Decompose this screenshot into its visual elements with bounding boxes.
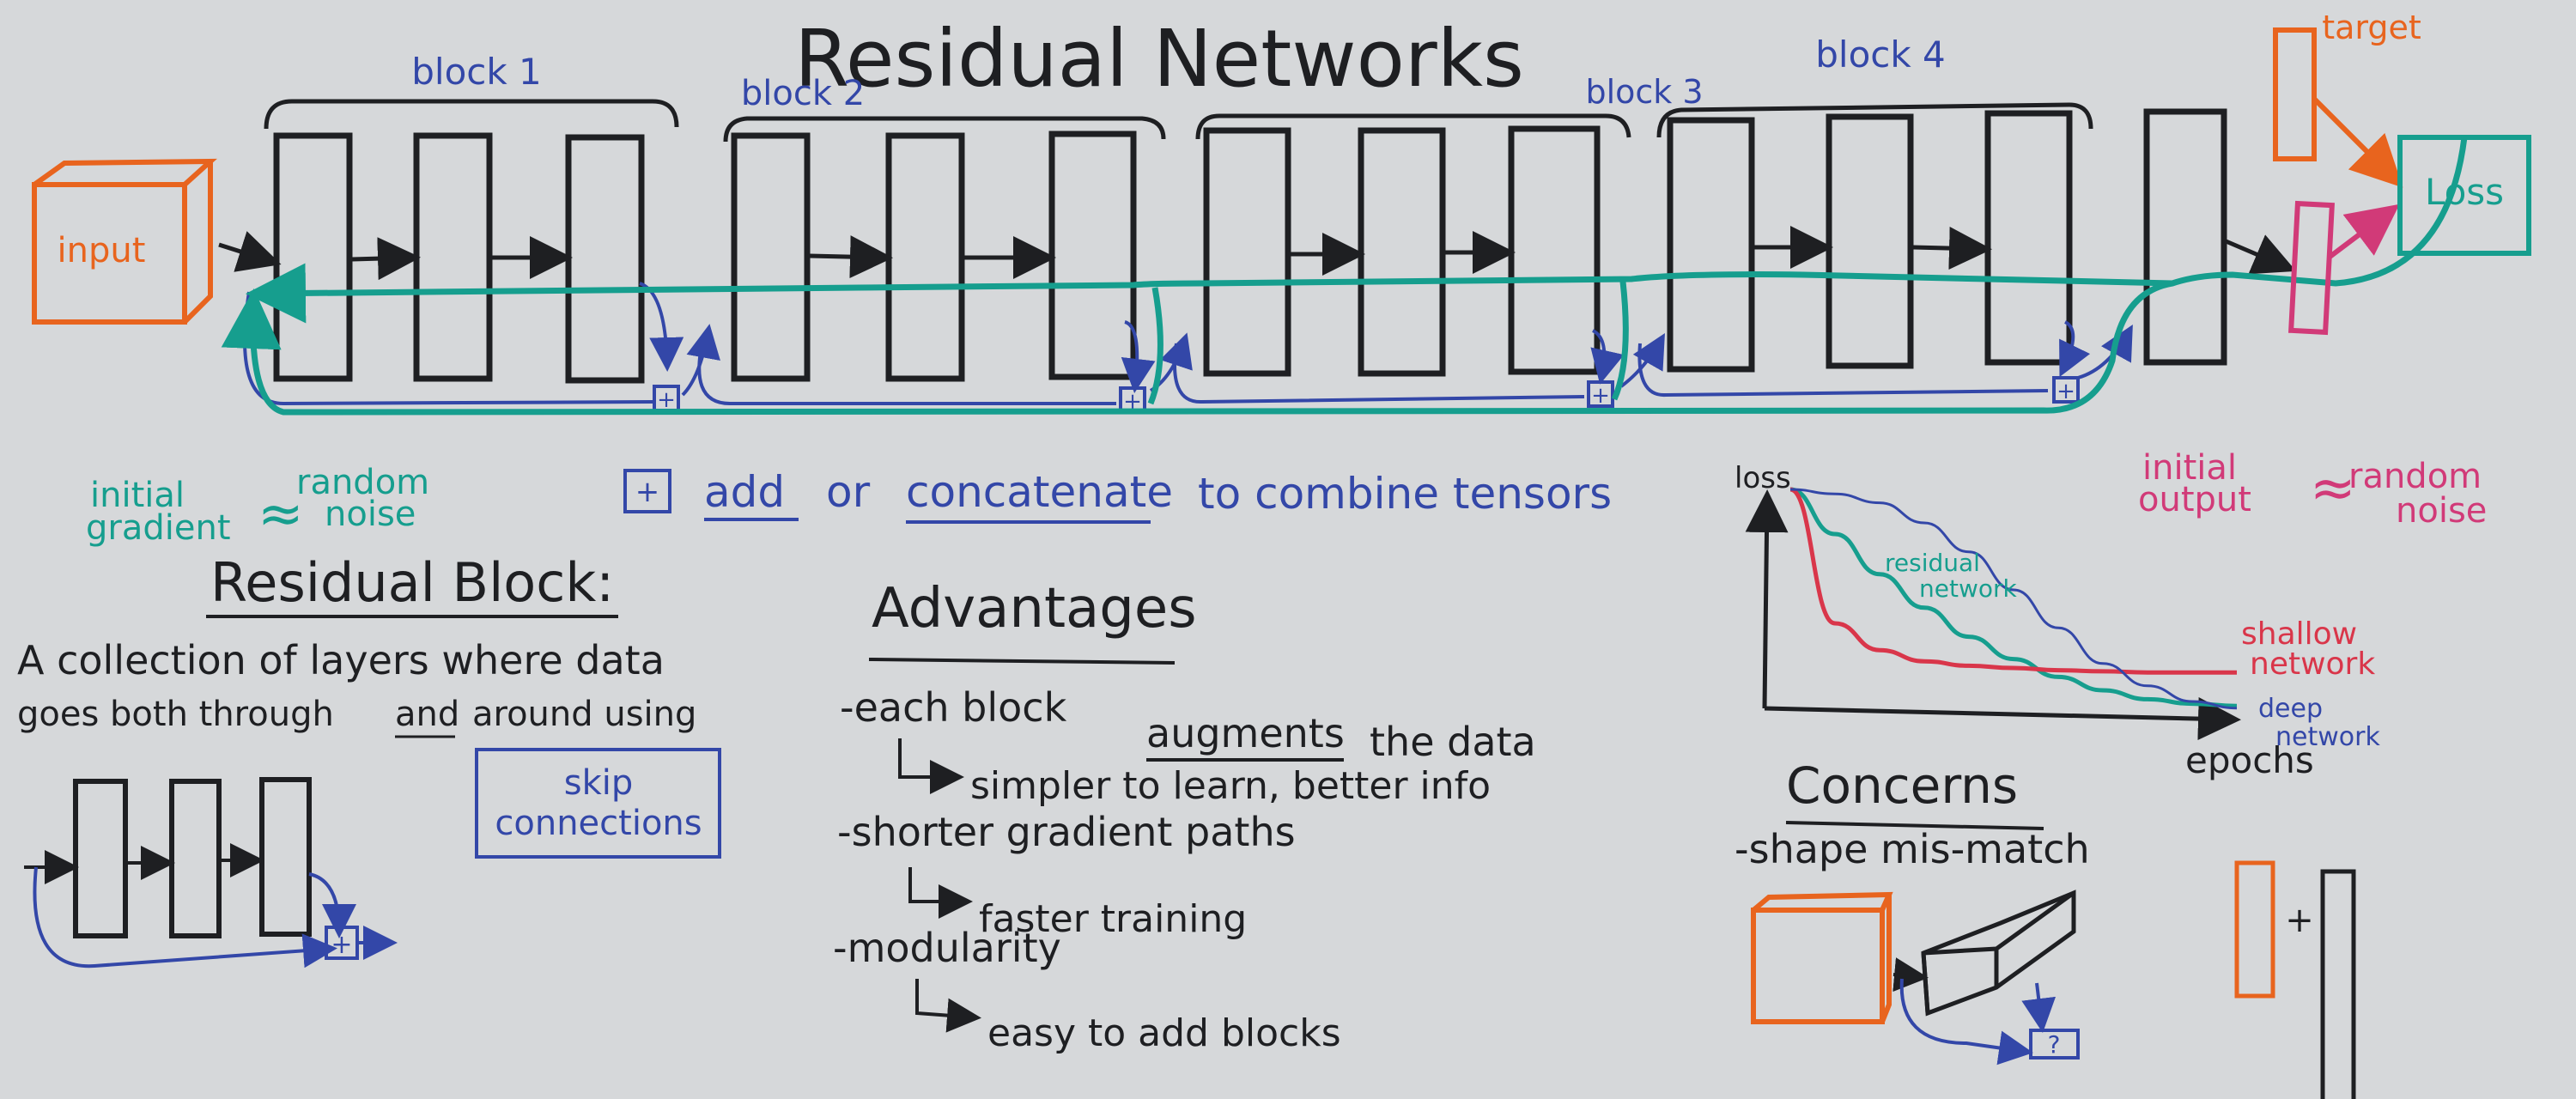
- connections-label: connections: [495, 804, 702, 843]
- block-braces: [264, 99, 2093, 143]
- random-noise-label-1: random: [296, 463, 429, 502]
- shape-question-mark: ?: [2048, 1030, 2061, 1059]
- layer-3-1: [1203, 127, 1291, 377]
- mini-add-symbol: +: [331, 930, 352, 960]
- combine-or-label: or: [826, 467, 871, 517]
- residual-block-line-2b: and: [395, 695, 459, 734]
- combine-add-label: add: [704, 467, 785, 517]
- combine-rest-label: to combine tensors: [1198, 469, 1612, 519]
- sub-arrow-2: [908, 867, 973, 919]
- residual-series-label-1: residual: [1885, 549, 1980, 577]
- residual-block-line-2a: goes both through: [17, 695, 334, 734]
- output-random-label-2: noise: [2396, 491, 2487, 531]
- gradient-path: [221, 137, 2468, 416]
- prediction-bar: [2288, 200, 2335, 336]
- layer-4-2: [1826, 113, 1914, 369]
- advantage-3-sub: easy to add blocks: [987, 1011, 1341, 1055]
- layer-4-3: [1984, 110, 2073, 366]
- shape-mismatch-illustration: [1751, 860, 2356, 1099]
- chart-xlabel: epochs: [2185, 739, 2314, 781]
- layer-1-3: [565, 134, 645, 384]
- add-node-legend-symbol: +: [635, 475, 660, 509]
- concern-1: -shape mis-match: [1735, 826, 2090, 872]
- target-arrow: [2312, 96, 2403, 188]
- combine-concatenate-label: concatenate: [906, 467, 1173, 517]
- output-random-label-1: random: [2348, 457, 2482, 496]
- layer-1-1: [273, 132, 353, 382]
- block-label-4: block 4: [1815, 33, 1946, 76]
- target-bar: [2273, 27, 2317, 161]
- advantage-1c: the data: [1370, 719, 1536, 765]
- add-node-legend-icon: [623, 469, 671, 513]
- block-label-3: block 3: [1585, 73, 1703, 111]
- random-noise-label-2: noise: [325, 495, 416, 534]
- layer-4-1: [1667, 117, 1755, 373]
- residual-block-line-1: A collection of layers where data: [17, 637, 665, 683]
- chart-series-line: [1789, 488, 2238, 710]
- advantage-1-sub: simpler to learn, better info: [970, 764, 1491, 808]
- add-node-symbol: +: [1591, 383, 1610, 409]
- concat-plus: +: [2285, 901, 2314, 940]
- advantage-3: -modularity: [833, 925, 1061, 971]
- diagram-title: Residual Networks: [794, 13, 1524, 105]
- skip-connections: [243, 282, 2133, 406]
- add-node-symbol: +: [1123, 389, 1142, 415]
- layer-2-3: [1048, 131, 1137, 380]
- loss-chart: loss epochs residual network shallow net…: [1735, 461, 2380, 781]
- prediction-arrow: [2327, 203, 2400, 260]
- sub-arrow-3: [915, 979, 981, 1033]
- advantage-1a: -each block: [840, 684, 1067, 731]
- add-node-symbol: +: [2057, 379, 2075, 404]
- shallow-series-label-2: network: [2250, 647, 2375, 682]
- layer-2-2: [885, 132, 965, 382]
- layer-3-2: [1358, 127, 1446, 377]
- layer-final: [2143, 108, 2227, 366]
- advantages-heading: Advantages: [872, 577, 1197, 641]
- add-nodes: [653, 376, 2080, 414]
- skip-label: skip: [564, 763, 634, 803]
- layer-2-1: [731, 132, 811, 382]
- initial-gradient-label-1: initial: [90, 476, 185, 515]
- input-cube: [32, 158, 217, 325]
- advantage-2: -shorter gradient paths: [837, 809, 1296, 855]
- shallow-series-label-1: shallow: [2241, 616, 2357, 652]
- residual-series-label-2: network: [1919, 574, 2017, 603]
- forward-arrows: [218, 226, 2297, 281]
- add-node-symbol: +: [657, 387, 676, 413]
- residual-block-line-2c: around using: [472, 695, 696, 734]
- chart-x-axis: [1764, 697, 2241, 741]
- chart-series-line: [1789, 487, 2238, 708]
- output-approx-symbol: ≈: [2310, 457, 2356, 520]
- block-label-1: block 1: [411, 51, 542, 93]
- loss-box: [2397, 135, 2531, 256]
- approx-symbol: ≈: [258, 483, 304, 546]
- advantage-2-sub: faster training: [979, 897, 1247, 941]
- advantages-underline: [868, 658, 1176, 665]
- mini-residual-block: [24, 777, 398, 968]
- input-label: input: [58, 231, 146, 270]
- concerns-heading: Concerns: [1786, 756, 2018, 815]
- loss-label: Loss: [2425, 171, 2504, 213]
- residual-block-heading: Residual Block:: [210, 551, 614, 614]
- layer-3-3: [1508, 125, 1601, 375]
- chart-ylabel: loss: [1735, 461, 1791, 495]
- chart-series-line: [1789, 487, 2237, 675]
- deep-series-label-2: network: [2275, 722, 2380, 752]
- chart-y-axis: [1745, 489, 1789, 709]
- initial-output-label-1: initial: [2142, 448, 2237, 488]
- block-label-2: block 2: [741, 74, 865, 113]
- deep-series-label-1: deep: [2258, 694, 2323, 724]
- layer-1-2: [413, 132, 493, 382]
- advantage-1b: augments: [1146, 710, 1345, 756]
- initial-output-label-2: output: [2138, 480, 2251, 519]
- initial-gradient-label-2: gradient: [86, 508, 231, 548]
- concerns-underline: [1785, 821, 2044, 830]
- target-label: target: [2322, 9, 2421, 46]
- sub-arrow-1: [898, 738, 964, 794]
- skip-connections-box: [475, 748, 721, 859]
